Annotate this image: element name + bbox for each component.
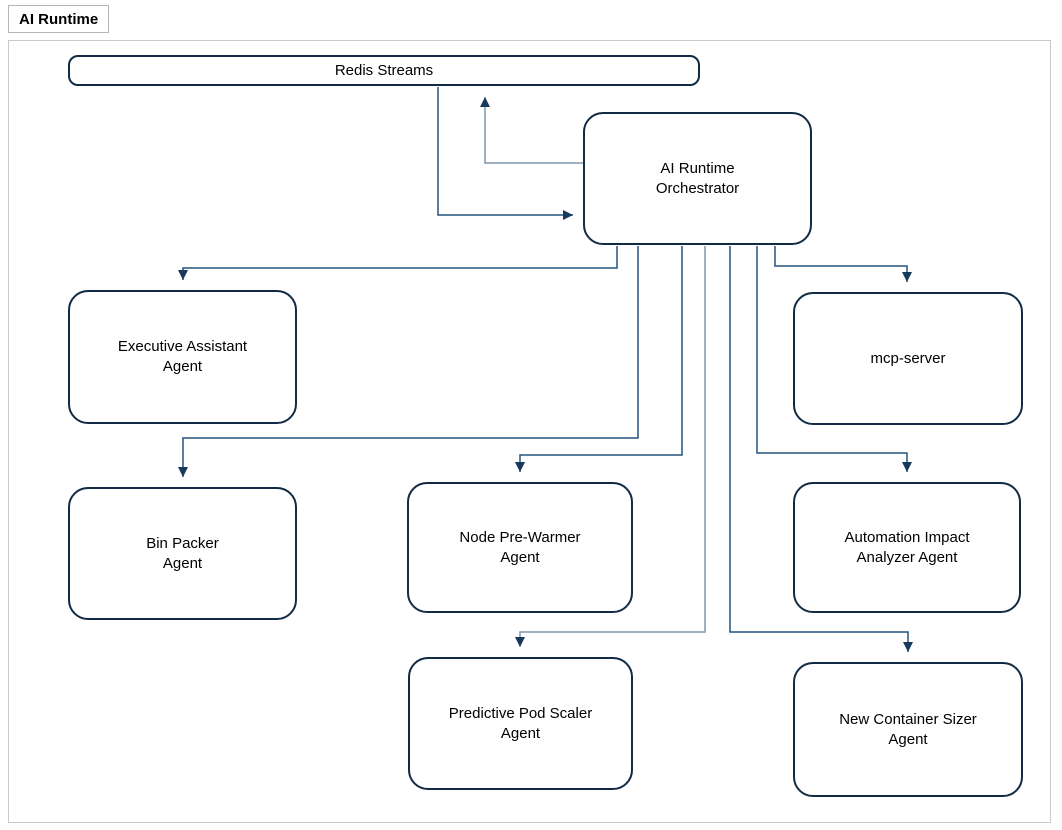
node-label: Predictive Pod Scaler <box>448 704 593 722</box>
diagram-tab-label: AI Runtime <box>19 10 99 28</box>
node-label: New Container Sizer <box>839 710 977 728</box>
node-redis-streams[interactable]: Redis Streams <box>68 55 700 86</box>
node-label: Redis Streams <box>334 61 434 79</box>
node-label: Executive Assistant <box>117 338 248 355</box>
node-label: Agent <box>500 724 541 742</box>
node-label: Analyzer Agent <box>856 548 958 566</box>
node-label: Agent <box>500 548 540 566</box>
node-label: Automation Impact <box>844 528 970 546</box>
node-label: Node Pre-Warmer <box>459 528 581 546</box>
node-label: Agent <box>888 730 928 748</box>
node-label: mcp-server <box>870 349 946 367</box>
node-label: Agent <box>162 358 203 375</box>
node-label: Orchestrator <box>655 179 740 197</box>
node-mcp-server[interactable]: mcp-server <box>793 292 1023 425</box>
node-label: Bin Packer <box>146 534 219 552</box>
diagram-tab-ai-runtime[interactable]: AI Runtime <box>8 5 110 33</box>
node-label: AI Runtime <box>660 159 735 177</box>
node-label: Agent <box>162 554 203 572</box>
